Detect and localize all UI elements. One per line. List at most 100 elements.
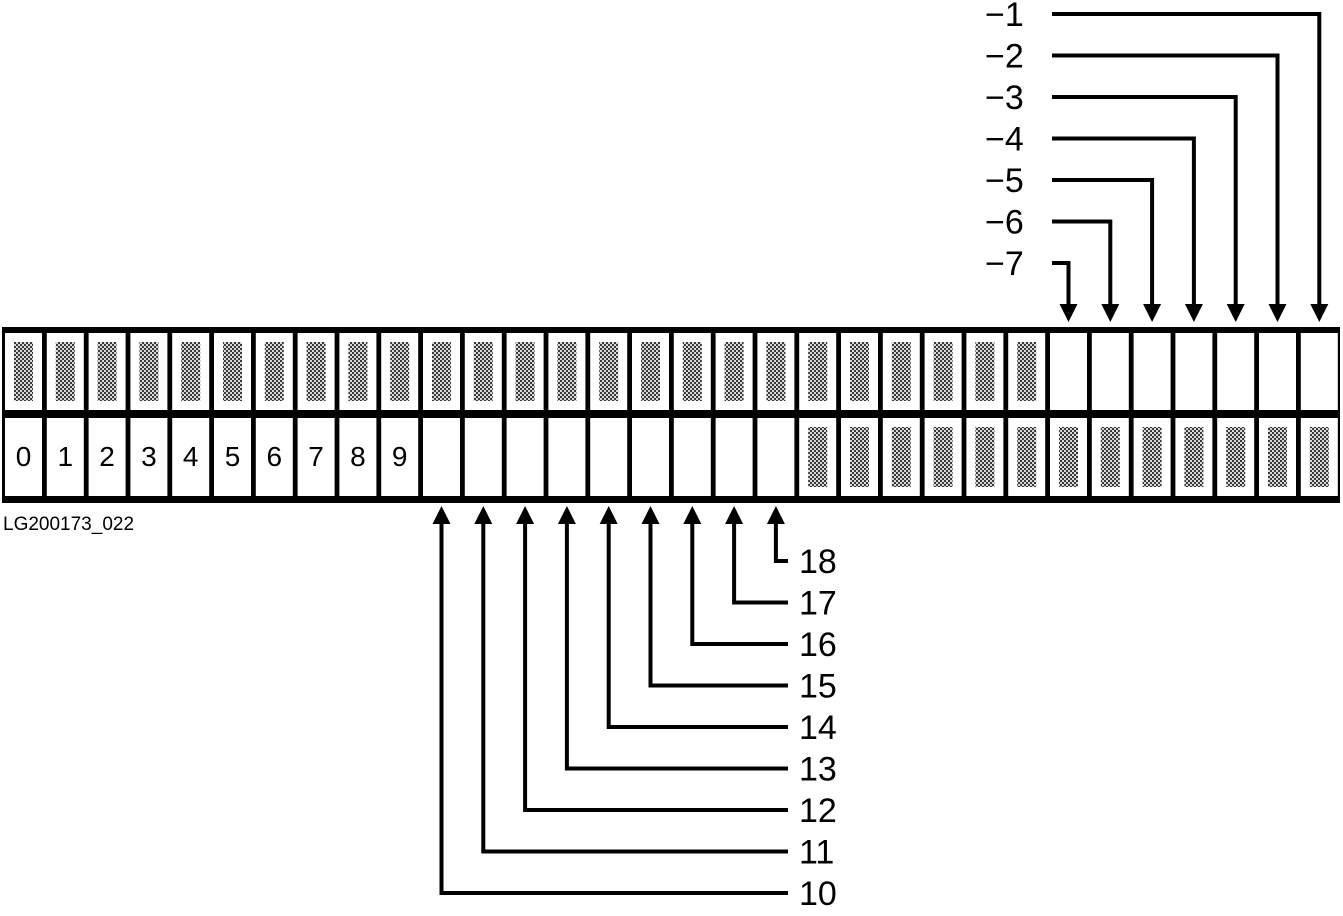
leader-line	[481, 512, 788, 854]
callout-label: −4	[985, 121, 1024, 159]
leader-line	[564, 512, 788, 771]
top-segment-cell	[1133, 333, 1171, 410]
bottom-callout: 18	[766, 506, 837, 581]
bottom-segment-cell	[1175, 418, 1213, 496]
top-segment-cell	[841, 333, 878, 410]
arrowhead-icon	[1184, 304, 1203, 322]
callout-label: −1	[985, 0, 1024, 34]
bottom-segment-cell: 2	[88, 418, 126, 496]
callout-label: 12	[799, 792, 837, 830]
leader-line	[439, 512, 788, 895]
bottom-callout: 14	[599, 506, 837, 747]
top-callout: −4	[985, 121, 1203, 322]
callout-label: −7	[985, 245, 1024, 283]
digit-label: 0	[16, 441, 32, 472]
arrowhead-icon	[516, 506, 535, 524]
bottom-callout: 10	[432, 506, 837, 913]
arrowhead-icon	[1310, 304, 1329, 322]
bottom-segment-cell	[506, 418, 544, 496]
leader-line	[1052, 12, 1322, 318]
top-callout: −2	[985, 38, 1287, 322]
leader-line	[648, 512, 788, 688]
bottom-segment-cell	[1008, 418, 1046, 496]
arrowhead-icon	[1143, 304, 1162, 322]
bottom-segment-cell: 1	[46, 418, 84, 496]
top-segment-cell	[255, 333, 293, 410]
bottom-segment-cell	[1133, 418, 1171, 496]
top-segment-cell	[339, 333, 377, 410]
leader-line	[1052, 53, 1280, 318]
bottom-segment-cell	[673, 418, 711, 496]
bottom-callout: 15	[641, 506, 837, 706]
leader-line	[1052, 136, 1196, 318]
bottom-segment-cell	[464, 418, 502, 496]
leader-line	[732, 512, 788, 605]
top-segment-cell	[548, 333, 586, 410]
callout-label: 11	[799, 834, 834, 872]
top-segment-cell	[1259, 333, 1296, 410]
top-callout: −5	[985, 162, 1162, 322]
digit-label: 6	[267, 441, 283, 472]
top-segment-cell	[1050, 333, 1087, 410]
arrowhead-icon	[766, 506, 785, 524]
leader-line	[690, 512, 788, 646]
top-segment-cell	[590, 333, 628, 410]
arrowhead-icon	[557, 506, 576, 524]
bottom-segment-cell	[1217, 418, 1255, 496]
bottom-segment-cell	[966, 418, 1004, 496]
callout-label: −6	[985, 204, 1024, 242]
top-segment-cell	[130, 333, 168, 410]
top-segment-cell	[673, 333, 711, 410]
bottom-segment-cell	[590, 418, 628, 496]
bottom-segment-cell	[715, 418, 753, 496]
top-segment-cell	[423, 333, 460, 410]
top-segment-cell	[1217, 333, 1255, 410]
figure-id-label: LG200173_022	[3, 514, 134, 535]
digit-label: 8	[350, 441, 366, 472]
top-segment-cell	[46, 333, 84, 410]
bottom-segment-cell: 0	[5, 418, 42, 496]
top-segment-cell	[715, 333, 753, 410]
top-segment-cell	[5, 333, 42, 410]
bottom-segment-cell	[882, 418, 920, 496]
callout-label: 13	[799, 751, 837, 789]
leader-line	[1052, 261, 1071, 318]
callout-label: 16	[799, 626, 837, 664]
bottom-segment-cell	[1259, 418, 1296, 496]
bottom-segment-cell: 5	[214, 418, 251, 496]
top-segment-cell	[632, 333, 669, 410]
bottom-segment-cell	[841, 418, 878, 496]
bottom-segment-cell: 6	[255, 418, 293, 496]
digit-label: 2	[99, 441, 115, 472]
leader-line	[606, 512, 788, 729]
top-segment-cell	[464, 333, 502, 410]
callout-label: 15	[799, 668, 837, 706]
top-segment-cell	[1175, 333, 1213, 410]
arrowhead-icon	[432, 506, 451, 524]
bottom-callout: 13	[557, 506, 837, 789]
top-segment-cell	[1300, 333, 1338, 410]
callout-label: 18	[799, 543, 837, 581]
bottom-callout: 12	[516, 506, 837, 830]
bottom-segment-cell	[799, 418, 837, 496]
top-segment-cell	[799, 333, 837, 410]
callout-label: −5	[985, 162, 1024, 200]
bottom-segment-cell	[1050, 418, 1087, 496]
arrowhead-icon	[474, 506, 493, 524]
bottom-callout: 11	[474, 506, 834, 872]
top-segment-cell	[924, 333, 962, 410]
arrowhead-icon	[1268, 304, 1287, 322]
bottom-segment-cell	[632, 418, 669, 496]
arrowhead-icon	[683, 506, 702, 524]
bottom-segment-cell: 4	[172, 418, 210, 496]
bottom-segment-cell: 7	[297, 418, 335, 496]
bottom-segment-cell	[423, 418, 460, 496]
top-segment-cell	[88, 333, 126, 410]
top-segment-cell	[506, 333, 544, 410]
bottom-segment-cell: 8	[339, 418, 377, 496]
top-callout: −1	[985, 0, 1329, 322]
bottom-segment-cell	[1091, 418, 1129, 496]
top-callout: −3	[985, 79, 1245, 322]
arrowhead-icon	[641, 506, 660, 524]
